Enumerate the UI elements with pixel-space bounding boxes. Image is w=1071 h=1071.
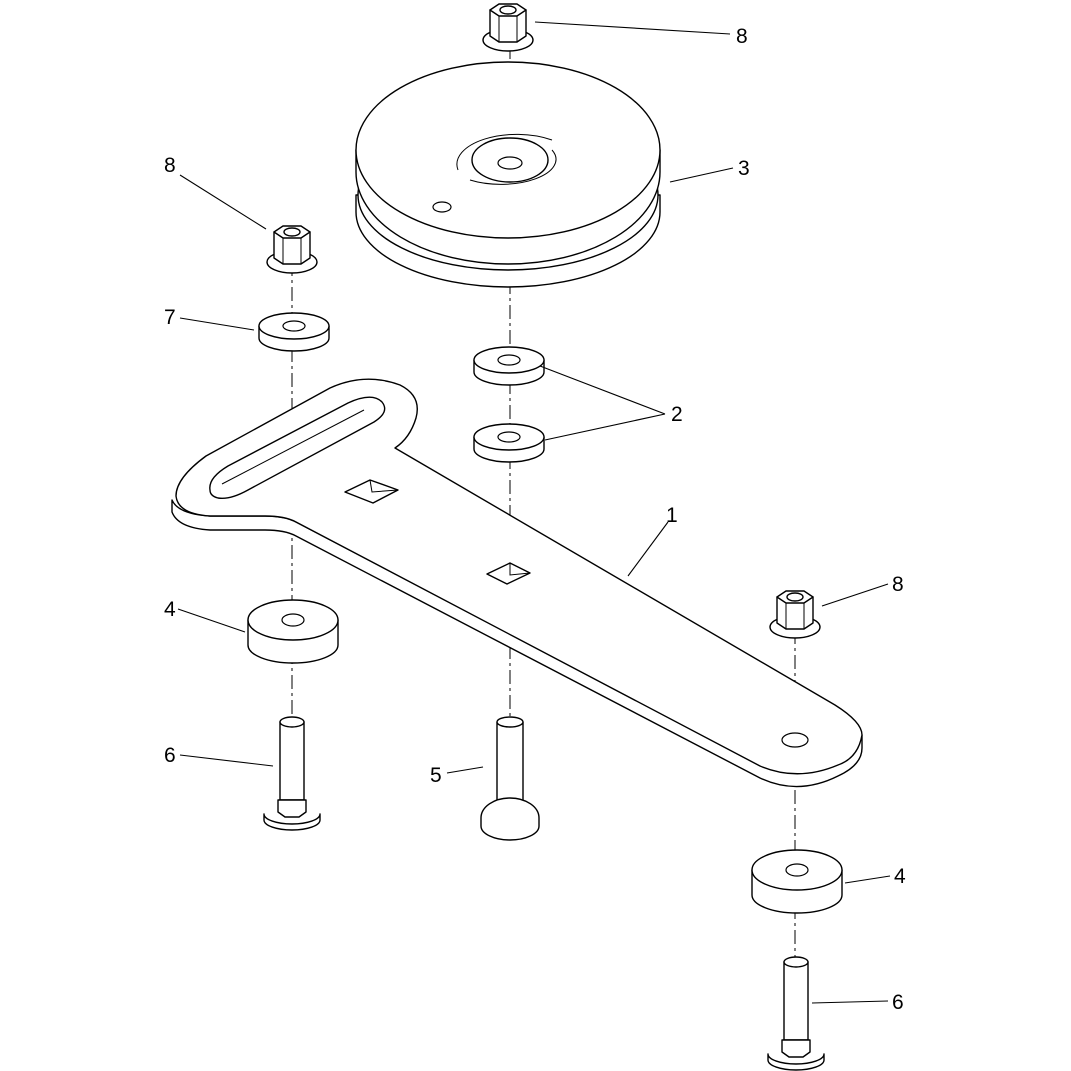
callout-7: 7	[164, 306, 176, 329]
callout-2: 2	[671, 403, 683, 426]
idler-arm	[171, 378, 863, 788]
callout-1: 1	[666, 504, 678, 527]
callout-5: 5	[430, 764, 442, 787]
spacer-right	[751, 849, 843, 914]
idler-pulley	[355, 61, 661, 288]
callout-8-left: 8	[164, 154, 176, 177]
callout-6-left: 6	[164, 744, 176, 767]
carriage-bolt	[480, 716, 540, 841]
spacer-washers	[473, 346, 545, 463]
flat-washer	[258, 312, 330, 352]
spacer-left	[247, 599, 339, 664]
callout-6-right: 6	[892, 991, 904, 1014]
callout-8-right: 8	[892, 573, 904, 596]
leader-lines	[177, 21, 891, 1004]
callout-4-right: 4	[894, 865, 906, 888]
callout-8-top: 8	[736, 25, 748, 48]
callout-4-left: 4	[164, 598, 176, 621]
bolts-part-6	[263, 716, 825, 1071]
callouts: 8 3 8 7 2 1 8 4 6 5 4 6	[164, 25, 906, 1014]
callout-3: 3	[738, 157, 750, 180]
